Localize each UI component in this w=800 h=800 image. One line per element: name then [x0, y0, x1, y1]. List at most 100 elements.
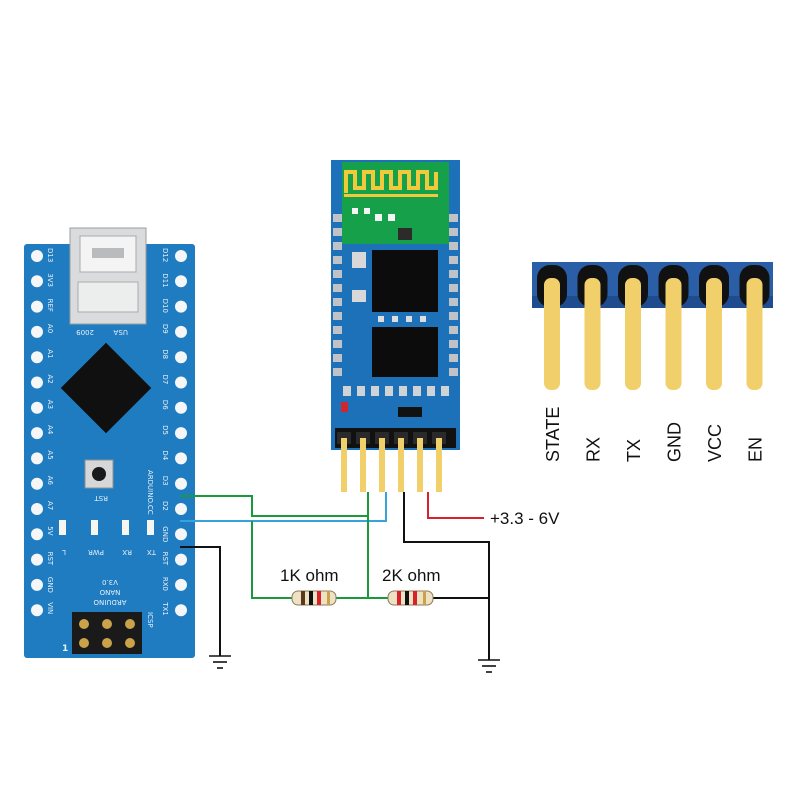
bt-side-pad	[449, 312, 458, 320]
nano-pin-a0-left	[31, 325, 43, 338]
status-leds	[59, 520, 154, 535]
bt-side-pad	[449, 298, 458, 306]
nano-right-pin-label: D5	[161, 425, 169, 435]
nano-left-pin-label: A6	[46, 476, 54, 486]
usb-connector	[69, 227, 147, 325]
bt-side-pad	[333, 214, 342, 222]
nano-pin-a4-left	[31, 427, 43, 440]
nano-pin-d12-right	[175, 250, 187, 262]
bt-smd-component	[371, 386, 379, 396]
nano-left-pin-label: A5	[46, 450, 54, 459]
wire-divider	[251, 516, 369, 599]
resistor-1k	[291, 590, 337, 606]
header-pin-rx	[584, 278, 601, 390]
bt-side-pad	[333, 256, 342, 264]
nano-right-pin-label: D6	[161, 400, 169, 410]
nano-right-pin-label: GND	[161, 526, 169, 542]
header-pin-label: EN	[746, 437, 766, 462]
wire-bt-gnd	[403, 492, 490, 660]
header-pin-en	[746, 278, 763, 390]
led-label-l: L	[62, 548, 66, 556]
nano-pin-d2-right	[175, 503, 187, 515]
nano-pin-d11-right	[175, 275, 187, 288]
bt-side-pad	[333, 368, 342, 376]
nano-left-pin-label: A3	[46, 400, 54, 409]
icsp-label: ICSP	[146, 612, 154, 628]
header-pin-tx	[625, 278, 641, 390]
wires	[180, 492, 490, 660]
nano-right-pin-label: D10	[161, 299, 169, 313]
nano-left-pin-label: D13	[46, 248, 54, 262]
nano-right-pin-label: D2	[161, 501, 169, 511]
reset-button[interactable]	[84, 459, 114, 489]
nano-pin-ref-left	[31, 300, 43, 313]
nano-left-pin-label: GND	[46, 577, 54, 593]
nano-right-pin-label: RX0	[161, 577, 169, 591]
resistor-2k-label: 2K ohm	[382, 566, 441, 585]
bt-smd-component	[441, 386, 449, 396]
header-pin-label: GND	[665, 422, 685, 462]
nano-left-pin-label: 5V	[46, 526, 54, 535]
bt-side-pad	[449, 340, 458, 348]
nano-right-pin-label: D4	[161, 450, 169, 460]
nano-right-pin-label: D11	[161, 273, 169, 287]
bt-smd-component	[413, 386, 421, 396]
bt-pin	[436, 438, 442, 492]
microcontroller-chip	[60, 342, 152, 434]
bt-side-pad	[449, 354, 458, 362]
bt-side-pad	[333, 270, 342, 278]
bt-side-pad	[333, 340, 342, 348]
bt-pin	[398, 438, 404, 492]
arduino-nano-board: D133V3REFA0A1A2A3A4A5A6A75VRSTGNDVIND12D…	[24, 227, 195, 658]
nano-left-pin-label: 3V3	[46, 273, 54, 287]
bt-pin	[360, 438, 366, 492]
bt-side-pad	[449, 214, 458, 222]
nano-pin-a3-left	[31, 401, 43, 414]
nano-pin-d8-right	[175, 351, 187, 364]
nano-pin-gnd-right	[175, 528, 187, 541]
bt-side-pad	[449, 242, 458, 250]
nano-pin-d7-right	[175, 376, 187, 389]
wire-d3-to-rx	[180, 492, 369, 517]
usb-label: USA	[113, 328, 128, 336]
bluetooth-module	[331, 160, 460, 492]
nano-left-pin-label: A4	[46, 425, 54, 435]
nano-name-line-2: NANO	[99, 588, 120, 596]
header-pin-label: RX	[584, 437, 604, 462]
bt-side-pad	[449, 228, 458, 236]
header-pin-state	[544, 278, 560, 390]
bt-side-pad	[449, 270, 458, 278]
nano-pin-a6-left	[31, 477, 43, 490]
bt-pin	[379, 438, 385, 492]
bt-smd-component	[357, 386, 365, 396]
bt-pin	[341, 438, 347, 492]
nano-pin-a2-left	[31, 376, 43, 389]
nano-name-line-3: V3.0	[102, 578, 118, 586]
nano-pin-rst-right	[175, 553, 187, 566]
header-pin-label: STATE	[543, 407, 563, 462]
bt-smd-component	[343, 386, 351, 396]
nano-pin-d10-right	[175, 300, 187, 313]
nano-pin-a5-left	[31, 452, 43, 465]
brand-label: ARDUINO.CC	[146, 470, 154, 515]
bt-smd-component	[399, 386, 407, 396]
header-pin-label: TX	[624, 439, 644, 462]
nano-right-pin-label: D8	[161, 349, 169, 359]
nano-right-pin-label: D12	[161, 248, 169, 262]
nano-pin-rx0-right	[175, 578, 187, 591]
bt-side-pad	[333, 242, 342, 250]
bt-side-pad	[333, 284, 342, 292]
nano-pin-d9-right	[175, 325, 187, 338]
bt-side-pad	[449, 256, 458, 264]
nano-right-pin-label: D9	[161, 324, 169, 334]
nano-pin-d13-left	[31, 250, 43, 262]
bt-side-pad	[333, 298, 342, 306]
nano-left-pin-label: A7	[46, 501, 54, 510]
nano-pin-a7-left	[31, 503, 43, 515]
nano-left-pin-label: A0	[46, 324, 54, 333]
header-pin-gnd	[665, 278, 682, 390]
supply-voltage-label: +3.3 - 6V	[490, 509, 560, 528]
nano-right-pin-label: TX1	[161, 601, 169, 616]
bt-smd-component	[427, 386, 435, 396]
